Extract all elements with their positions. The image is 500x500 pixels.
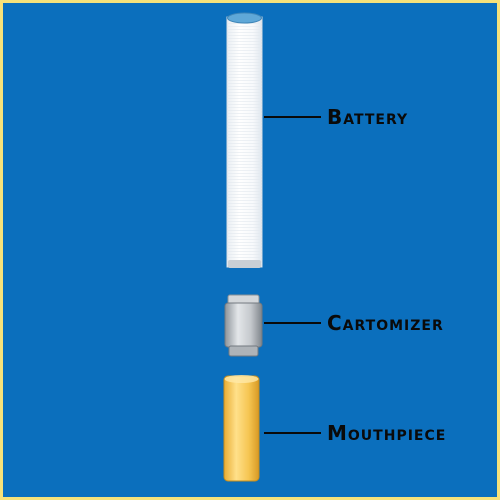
- battery-tip-icon: [227, 12, 262, 24]
- e-cigarette-diagram: Battery Cartomizer Mouthpiece: [223, 12, 446, 482]
- battery-part: [226, 12, 263, 268]
- mouthpiece-part: [223, 375, 260, 482]
- cartomizer-part: [224, 294, 263, 357]
- cartomizer-label: Cartomizer: [327, 311, 444, 335]
- mouthpiece-label: Mouthpiece: [327, 421, 446, 445]
- battery-label: Battery: [327, 105, 408, 129]
